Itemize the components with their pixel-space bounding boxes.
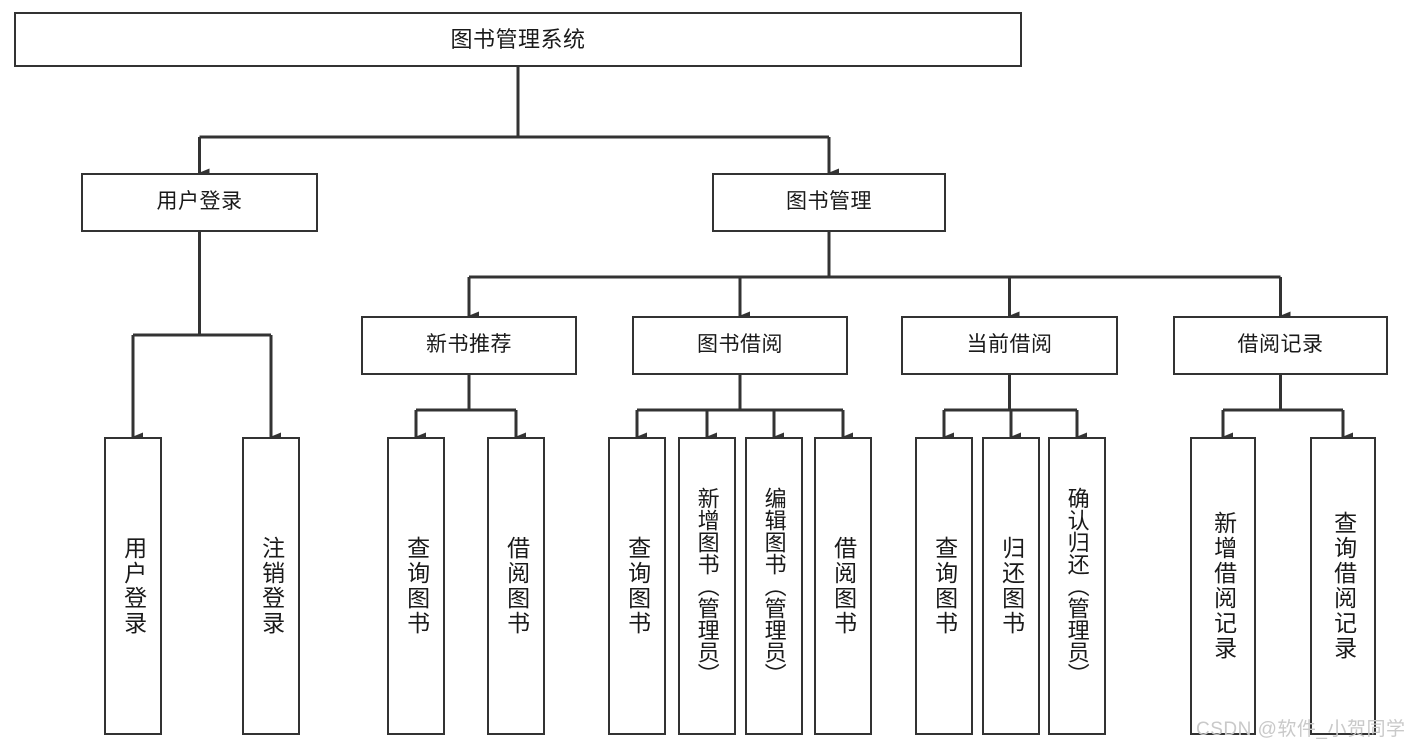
node-leaf-add-book-admin[interactable]: 新增图书（管理员） — [678, 437, 736, 735]
connector-group — [131, 67, 1353, 442]
node-label-leaf-query-book-3: 查询图书 — [931, 536, 958, 636]
node-leaf-query-book-3[interactable]: 查询图书 — [915, 437, 973, 735]
node-label-leaf-borrow-book-2: 借阅图书 — [830, 536, 857, 636]
node-label-leaf-query-book-2: 查询图书 — [624, 536, 651, 636]
node-leaf-query-borrow-record[interactable]: 查询借阅记录 — [1310, 437, 1376, 735]
node-leaf-edit-book-admin[interactable]: 编辑图书（管理员） — [745, 437, 803, 735]
node-current-borrow[interactable]: 当前借阅 — [901, 316, 1118, 375]
node-label-leaf-return-book: 归还图书 — [998, 536, 1025, 636]
node-label-book-borrow: 图书借阅 — [697, 333, 783, 357]
node-label-leaf-borrow-book-1: 借阅图书 — [503, 536, 530, 636]
node-leaf-query-book-1[interactable]: 查询图书 — [387, 437, 445, 735]
node-label-root: 图书管理系统 — [450, 26, 586, 52]
node-leaf-confirm-return-admin[interactable]: 确认归还（管理员） — [1048, 437, 1106, 735]
node-label-leaf-query-book-1: 查询图书 — [403, 536, 430, 636]
node-leaf-borrow-book-2[interactable]: 借阅图书 — [814, 437, 872, 735]
node-user-login[interactable]: 用户登录 — [81, 173, 318, 232]
node-new-book-recommend[interactable]: 新书推荐 — [361, 316, 577, 375]
node-root[interactable]: 图书管理系统 — [14, 12, 1022, 67]
node-leaf-query-book-2[interactable]: 查询图书 — [608, 437, 666, 735]
node-label-leaf-add-borrow-record: 新增借阅记录 — [1210, 511, 1237, 661]
node-book-borrow[interactable]: 图书借阅 — [632, 316, 848, 375]
node-leaf-borrow-book-1[interactable]: 借阅图书 — [487, 437, 545, 735]
node-label-leaf-logout: 注销登录 — [258, 536, 285, 636]
node-leaf-add-borrow-record[interactable]: 新增借阅记录 — [1190, 437, 1256, 735]
node-label-new-book-recommend: 新书推荐 — [426, 333, 512, 357]
node-label-leaf-edit-book-admin: 编辑图书（管理员） — [761, 487, 787, 685]
node-leaf-return-book[interactable]: 归还图书 — [982, 437, 1040, 735]
node-label-leaf-confirm-return-admin: 确认归还（管理员） — [1064, 487, 1090, 685]
node-label-book-manage: 图书管理 — [786, 190, 872, 214]
node-label-leaf-add-book-admin: 新增图书（管理员） — [694, 487, 720, 685]
node-borrow-record[interactable]: 借阅记录 — [1173, 316, 1388, 375]
node-label-borrow-record: 借阅记录 — [1237, 333, 1324, 357]
node-book-manage[interactable]: 图书管理 — [712, 173, 946, 232]
node-label-leaf-query-borrow-record: 查询借阅记录 — [1330, 511, 1357, 661]
node-label-leaf-user-login: 用户登录 — [120, 536, 147, 636]
node-leaf-user-login[interactable]: 用户登录 — [104, 437, 162, 735]
node-label-current-borrow: 当前借阅 — [966, 333, 1053, 357]
node-label-user-login: 用户登录 — [156, 190, 243, 214]
node-leaf-logout[interactable]: 注销登录 — [242, 437, 300, 735]
csdn-watermark: CSDN @软件_小贺同学 — [1196, 719, 1405, 740]
